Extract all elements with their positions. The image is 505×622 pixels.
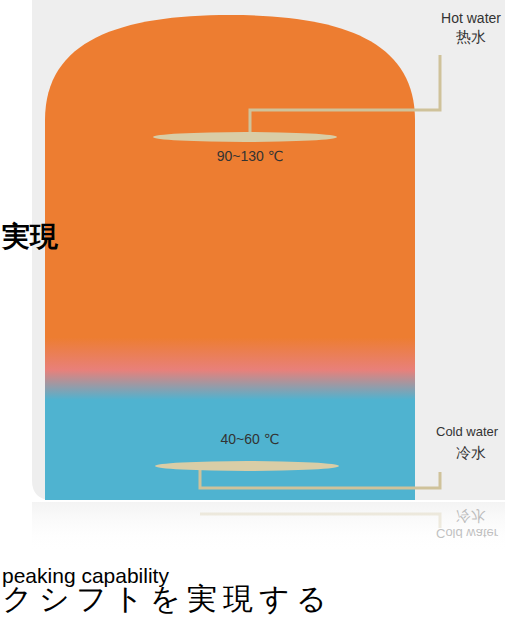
hot-pipe (250, 55, 440, 137)
reflection-text: 冷水 (456, 506, 486, 525)
slide-text: 実現 (2, 218, 58, 256)
pipe-reflection (200, 514, 440, 528)
temperature-label: 90~130 ℃ (217, 148, 284, 164)
tank-body (45, 15, 415, 500)
hot-water-label: Hot water (441, 10, 501, 26)
reflection-text: Cold water (436, 526, 498, 541)
cold-diffuser (155, 461, 339, 471)
panel-reflection (32, 502, 505, 552)
cold-water-label: 冷水 (456, 444, 486, 463)
hot-diffuser (153, 132, 337, 142)
hot-zone-band: 90~130 ℃ (45, 15, 415, 340)
background-panel (32, 0, 505, 500)
slide-text: クシフトを実現する (2, 579, 333, 620)
hot-water-label: 热水 (456, 28, 486, 47)
cold-water-label: Cold water (436, 424, 498, 439)
temperature-label: 40~60 ℃ (221, 431, 280, 447)
cold-zone-band: 40~60 ℃ (45, 400, 415, 500)
